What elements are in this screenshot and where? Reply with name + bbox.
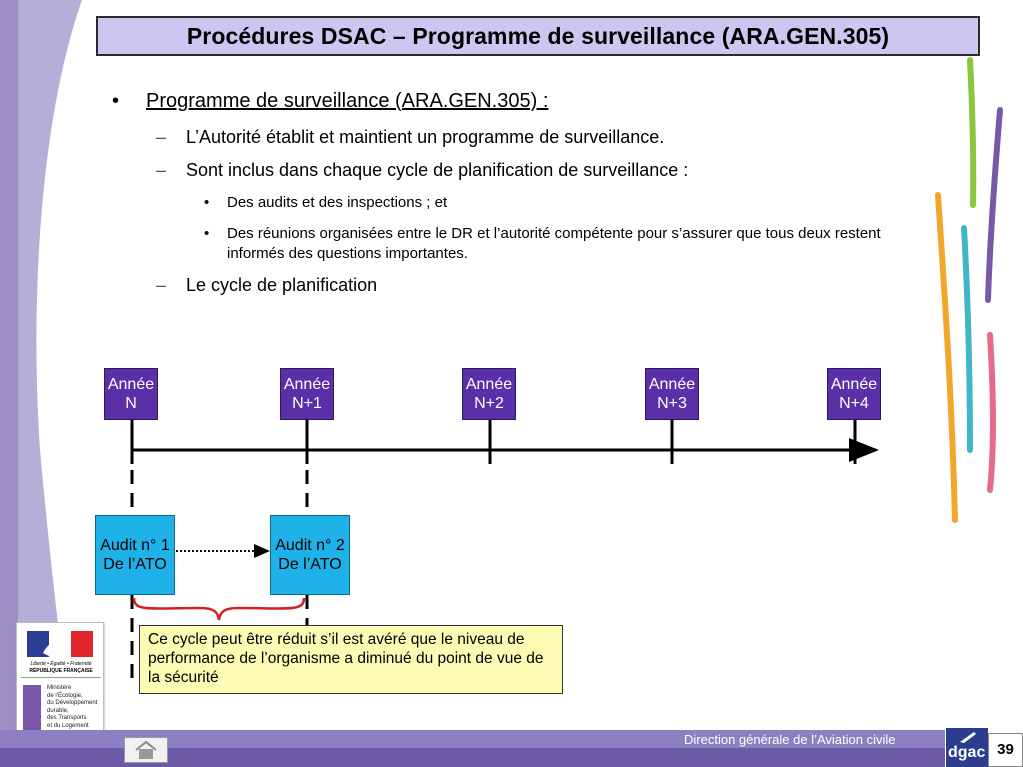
republic-logo-card: Liberté • Égalité • Fraternité RÉPUBLIQU… [16, 622, 104, 740]
footer-org: Direction générale de l’Aviation civile [684, 732, 896, 747]
republic-text: RÉPUBLIQUE FRANÇAISE [29, 668, 93, 674]
slide-title: Procédures DSAC – Programme de surveilla… [186, 22, 890, 49]
year-box-n2: Année N+2 [462, 368, 516, 420]
dash-marker: – [156, 127, 167, 147]
bullet-dot: • [204, 225, 210, 242]
bullet-sub-3: – Le cycle de planification [156, 275, 378, 295]
bullet-dot: • [204, 194, 210, 211]
bullet-main: • Programme de surveillance (ARA.GEN.305… [112, 90, 549, 112]
motto: Liberté • Égalité • Fraternité [30, 661, 92, 667]
bullet-sub-2-item-1: • Des audits et des inspections ; et [204, 194, 448, 211]
marianne-logo [27, 631, 93, 657]
bullet-sub-1: – L’Autorité établit et maintient un pro… [156, 127, 665, 147]
audit-box-2: Audit n° 2 De l’ATO [270, 515, 350, 595]
page-number: 39 [988, 733, 1023, 767]
home-button[interactable] [124, 737, 168, 763]
year-box-n4: Année N+4 [827, 368, 881, 420]
dgac-logo [946, 728, 988, 767]
bullet-sub-2-item-2: • Des réunions organisées entre le DR et… [204, 225, 881, 262]
plane-icon [960, 732, 976, 743]
dash-marker: – [156, 160, 167, 180]
cycle-brace [132, 597, 306, 621]
bullet-content: • Programme de surveillance (ARA.GEN.305… [112, 90, 932, 308]
ministry-text: Ministère de l’Écologie, du Développemen… [47, 685, 98, 729]
ministry-ribbon [23, 685, 41, 737]
year-box-n: Année N [104, 368, 158, 420]
dash-marker: – [156, 275, 167, 295]
footer-bar [0, 730, 945, 767]
bullet-sub-2: – Sont inclus dans chaque cycle de plani… [156, 160, 689, 180]
bullet-dot: • [112, 90, 120, 112]
left-decor-curve [0, 0, 82, 730]
year-box-n1: Année N+1 [280, 368, 334, 420]
slide-title-box: Procédures DSAC – Programme de surveilla… [96, 16, 980, 56]
cycle-note: Ce cycle peut être réduit s’il est avéré… [139, 625, 563, 694]
audit-box-1: Audit n° 1 De l’ATO [95, 515, 175, 595]
dgac-wordmark: dgac [948, 744, 986, 761]
home-icon [135, 740, 157, 759]
year-box-n3: Année N+3 [645, 368, 699, 420]
logo-divider [21, 677, 101, 678]
